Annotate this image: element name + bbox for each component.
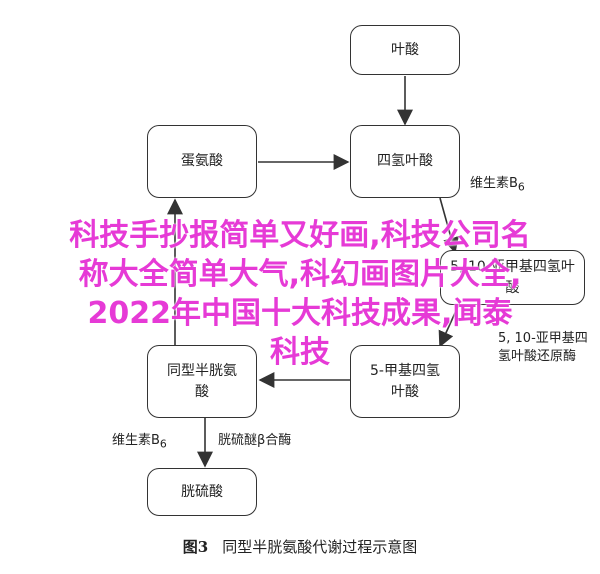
edge-label-b6-right: 维生素B6 [470, 175, 525, 197]
node-folic-acid: 叶酸 [350, 25, 460, 75]
node-homocysteine: 同型半胱氨酸 [147, 345, 257, 418]
node-thf-label: 四氢叶酸 [377, 153, 433, 169]
node-methionine-label: 蛋氨酸 [181, 153, 223, 169]
overlay-line-2: 称大全简单大气,科幻画图片大全, [78, 257, 522, 292]
arrow-thf-to-methylene [439, 197, 459, 254]
node-folic-acid-label: 叶酸 [391, 41, 419, 58]
node-methyl-thf: 5-甲基四氢叶酸 [350, 345, 460, 418]
edge-label-b6-bottom-sub: 6 [159, 437, 167, 451]
figure-caption-text: 同型半胱氨酸代谢过程示意图 [222, 538, 418, 556]
node-cystathionine-label: 胱硫酸 [181, 483, 223, 500]
overlay-line-4: 科技 [270, 335, 330, 370]
arrow-methylene-to-methyl [438, 301, 461, 348]
node-methylene-thf-label: 5, 10-亚甲基四氢叶酸 [450, 258, 575, 296]
node-cystathionine: 胱硫酸 [147, 468, 257, 516]
edge-label-synthase-text: 胱硫醚β合酶 [218, 433, 292, 448]
edge-label-b6-right-text: 维生素B [470, 176, 518, 191]
node-methylene-thf: 5, 10-亚甲基四氢叶酸 [440, 250, 585, 305]
figure-caption: 图3 同型半胱氨酸代谢过程示意图 [0, 536, 600, 557]
edge-label-b6-right-sub: 6 [517, 180, 525, 194]
node-homocysteine-label: 同型半胱氨酸 [167, 362, 237, 400]
node-methionine: 蛋氨酸 [147, 125, 257, 198]
overlay-line-3: 2022年中国十大科技成果,闻泰 [87, 296, 513, 331]
node-thf: 四氢叶酸 [350, 125, 460, 198]
overlay-line-1: 科技手抄报简单又好画,科技公司名 [69, 218, 531, 253]
edge-label-synthase: 胱硫醚β合酶 [218, 432, 291, 450]
edge-label-b6-bottom: 维生素B6 [112, 432, 167, 454]
figure-caption-number: 图3 [182, 538, 209, 556]
edge-label-reductase-text: 5, 10-亚甲基四氢叶酸还原酶 [498, 331, 588, 364]
node-methyl-thf-label: 5-甲基四氢叶酸 [370, 362, 440, 400]
edge-label-b6-bottom-text: 维生素B [112, 433, 160, 448]
edge-label-reductase: 5, 10-亚甲基四氢叶酸还原酶 [498, 330, 590, 366]
